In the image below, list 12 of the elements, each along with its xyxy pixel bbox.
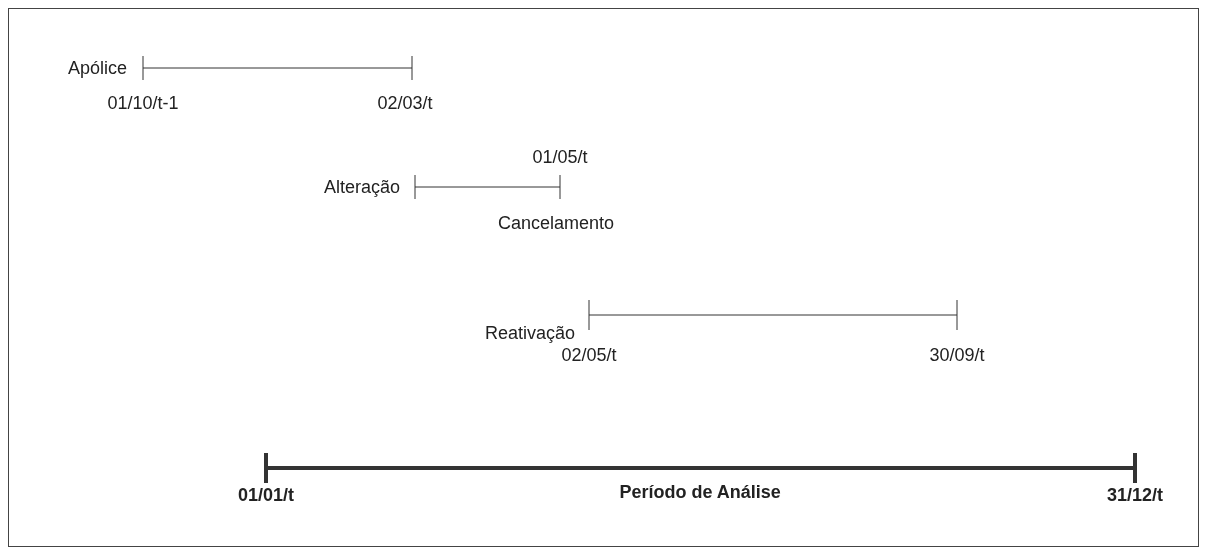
date-label: 30/09/t [929,344,985,366]
event-label: Cancelamento [498,212,615,234]
date-label: 02/03/t [377,92,433,114]
interval-label: Reativação [485,322,576,344]
period-label: Período de Análise [619,481,781,503]
date-label: 01/05/t [532,146,588,168]
interval-label: Apólice [68,57,128,79]
date-label: 31/12/t [1107,484,1164,506]
date-label: 01/01/t [238,484,295,506]
date-label: 01/10/t-1 [107,92,179,114]
date-label: 02/05/t [561,344,617,366]
interval-label: Alteração [324,176,401,198]
